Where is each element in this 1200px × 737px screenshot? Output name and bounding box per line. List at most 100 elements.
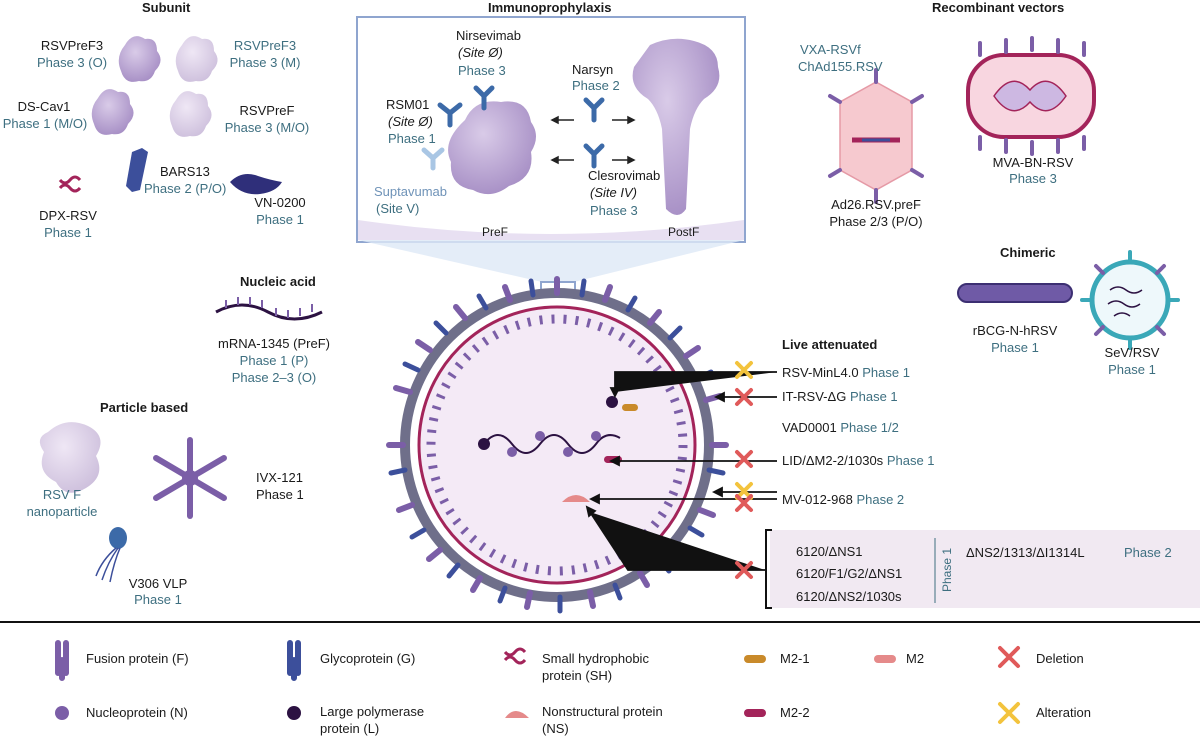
v306-name: V306 VLP xyxy=(128,576,188,591)
particle-based-heading: Particle based xyxy=(100,400,189,415)
alteration-icon xyxy=(998,702,1020,724)
box-list-1: 6120/ΔNS1 xyxy=(796,544,863,559)
nucleic-acid-heading: Nucleic acid xyxy=(240,274,316,289)
clesrovimab-phase: Phase 3 xyxy=(590,203,638,218)
clesrovimab-name: Clesrovimab xyxy=(588,168,661,183)
dpx-rsv-name: DPX-RSV xyxy=(39,208,97,223)
nirsevimab-name: Nirsevimab xyxy=(456,28,522,43)
legend-ns-1: Nonstructural protein xyxy=(542,704,663,719)
rsvpref-name: RSVPreF xyxy=(239,103,295,118)
clesrovimab-site: (Site IV) xyxy=(590,185,637,200)
glycoprotein-icon xyxy=(287,640,301,681)
rsvpref-phase: Phase 3 (M/O) xyxy=(224,120,310,135)
legend-sh-1: Small hydrophobic xyxy=(542,651,649,666)
mva-bn-rsv-name: MVA-BN-RSV xyxy=(992,155,1074,170)
rbcg-phase: Phase 1 xyxy=(991,340,1039,355)
sh-protein-icon xyxy=(503,647,527,665)
rsvf-nanoparticle-line2: nanoparticle xyxy=(26,504,98,519)
legend-ns-2: (NS) xyxy=(542,721,569,736)
deletion-icon xyxy=(998,646,1020,668)
dscav1-phase: Phase 1 (M/O) xyxy=(2,116,88,131)
v306-phase: Phase 1 xyxy=(134,592,182,607)
legend-alteration: Alteration xyxy=(1036,705,1091,720)
live-item-4: LID/ΔM2-2/1030s Phase 1 xyxy=(782,453,935,468)
recombinant-vector-icons xyxy=(828,36,1096,204)
dscav1-name: DS-Cav1 xyxy=(17,99,71,114)
particle-icons xyxy=(39,422,227,583)
vn0200-name: VN-0200 xyxy=(254,195,306,210)
legend-divider xyxy=(0,621,1200,623)
sev-rsv-phase: Phase 1 xyxy=(1108,362,1156,377)
legend-nucleo: Nucleoprotein (N) xyxy=(86,705,188,720)
mrna-strand-icon xyxy=(215,297,323,321)
sev-rsv-name: SeV/RSV xyxy=(1104,345,1160,360)
mva-bn-rsv-phase: Phase 3 xyxy=(1009,171,1057,186)
legend-icons xyxy=(55,640,1020,724)
rsvpref3-o-phase: Phase 3 (O) xyxy=(36,55,108,70)
narsyn-name: Narsyn xyxy=(572,62,614,77)
dpx-rsv-phase: Phase 1 xyxy=(44,225,92,240)
mrna1345-phase1: Phase 1 (P) xyxy=(239,353,309,368)
pref-label: PreF xyxy=(482,225,509,239)
immunoprophylaxis-panel xyxy=(356,16,746,327)
live-attenuated-arrows xyxy=(585,361,1200,609)
rsm01-site: (Site Ø) xyxy=(388,114,433,129)
rsvf-nanoparticle-line1: RSV F xyxy=(42,487,82,502)
nirsevimab-phase: Phase 3 xyxy=(458,63,506,78)
rsm01-phase: Phase 1 xyxy=(388,131,436,146)
legend-m2: M2 xyxy=(906,651,925,666)
rsvpref3-m-name: RSVPreF3 xyxy=(233,38,297,53)
live-item-5: MV-012-968 Phase 2 xyxy=(782,492,905,507)
recombinant-vectors-heading: Recombinant vectors xyxy=(932,0,1065,15)
box-right-label: ΔNS2/1313/ΔI1314L xyxy=(966,545,1085,560)
m2-icon xyxy=(874,655,896,663)
polymerase-icon xyxy=(287,706,301,720)
chimeric-heading: Chimeric xyxy=(1000,245,1056,260)
nucleoprotein-icon xyxy=(55,706,69,720)
nirsevimab-site: (Site Ø) xyxy=(458,45,503,60)
narsyn-phase: Phase 2 xyxy=(572,78,620,93)
rsvpref3-o-name: RSVPreF3 xyxy=(40,38,104,53)
m22-icon xyxy=(744,709,766,717)
m21-icon xyxy=(744,655,766,663)
box-list-2: 6120/F1/G2/ΔNS1 xyxy=(796,566,903,581)
chad155-label: ChAd155.RSV xyxy=(798,59,883,74)
legend-large-2: protein (L) xyxy=(320,721,380,736)
legend-deletion: Deletion xyxy=(1036,651,1084,666)
box-phase2-label: Phase 2 xyxy=(1124,545,1172,560)
live-item-1: RSV-MinL4.0 Phase 1 xyxy=(782,365,910,380)
rsm01-name: RSM01 xyxy=(386,97,430,112)
legend-large-1: Large polymerase xyxy=(320,704,425,719)
live-attenuated-heading: Live attenuated xyxy=(782,337,878,352)
legend-glyco: Glycoprotein (G) xyxy=(320,651,416,666)
legend-m22: M2-2 xyxy=(780,705,810,720)
bars13-phase: Phase 2 (P/O) xyxy=(144,181,227,196)
immunoprophylaxis-heading: Immunoprophylaxis xyxy=(488,0,612,15)
suptavumab-name: Suptavumab xyxy=(374,184,447,199)
ad26-name: Ad26.RSV.preF xyxy=(831,197,921,212)
mrna1345-name: mRNA-1345 (PreF) xyxy=(218,336,330,351)
live-item-2: IT-RSV-ΔG Phase 1 xyxy=(782,389,898,404)
ivx121-phase: Phase 1 xyxy=(256,487,304,502)
subunit-heading: Subunit xyxy=(142,0,191,15)
suptavumab-site: (Site V) xyxy=(376,201,420,216)
subunit-protein-icons xyxy=(58,36,282,195)
bars13-name: BARS13 xyxy=(160,164,210,179)
legend-sh-2: protein (SH) xyxy=(542,668,613,683)
rsvpref3-m-phase: Phase 3 (M) xyxy=(229,55,301,70)
vxa-rsvf-label: VXA-RSVf xyxy=(800,42,861,57)
box-list-3: 6120/ΔNS2/1030s xyxy=(796,589,902,604)
rbcg-name: rBCG-N-hRSV xyxy=(972,323,1058,338)
vn0200-phase: Phase 1 xyxy=(256,212,304,227)
legend-fusion: Fusion protein (F) xyxy=(86,651,189,666)
ad26-phase: Phase 2/3 (P/O) xyxy=(829,214,923,229)
fusion-protein-icon xyxy=(55,640,69,681)
box-phase1-label: Phase 1 xyxy=(940,547,955,593)
ivx121-name: IVX-121 xyxy=(256,470,303,485)
live-item-3: VAD0001 Phase 1/2 xyxy=(782,420,899,435)
mrna1345-phase2: Phase 2–3 (O) xyxy=(231,370,317,385)
postf-label: PostF xyxy=(668,225,700,239)
legend-m21: M2-1 xyxy=(780,651,810,666)
chimeric-icons xyxy=(957,250,1180,350)
ns-protein-icon xyxy=(505,711,529,718)
